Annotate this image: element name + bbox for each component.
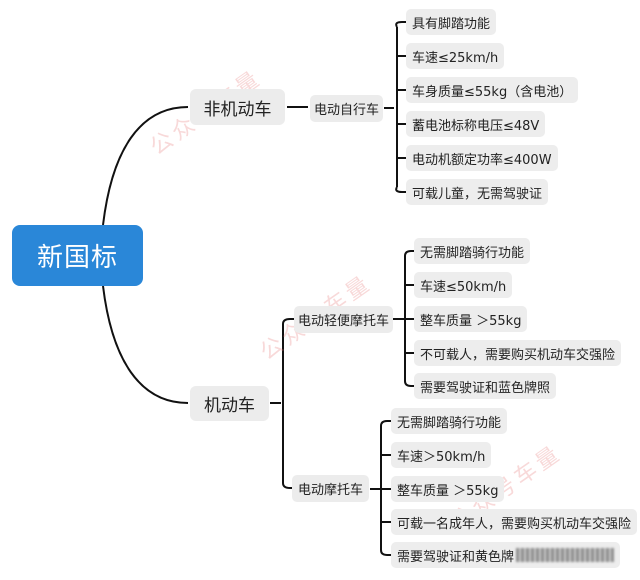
node-electric-bicycle[interactable]: 电动自行车 [310,95,383,122]
blurred-overlay [516,548,615,562]
branch-label: 非机动车 [203,99,272,120]
branch-label: 机动车 [204,396,255,416]
leaf-item[interactable]: 可载儿童，无需驾驶证 [406,179,549,205]
node-label: 电动自行车 [313,103,379,118]
leaf-item[interactable]: 车速＞50km/h [391,442,492,468]
leaf-item[interactable]: 整车质量 ＞55kg [391,476,505,502]
branch-non-motor-vehicle[interactable]: 非机动车 [190,89,285,125]
leaf-item[interactable]: 无需脚踏骑行功能 [391,408,508,434]
node-electric-motorcycle[interactable]: 电动摩托车 [292,475,369,502]
leaf-item[interactable]: 无需脚踏骑行功能 [414,238,531,264]
leaf-item[interactable]: 整车质量 ＞55kg [414,306,528,332]
leaf-item[interactable]: 电动机额定功率≤400W [406,145,558,171]
root-label: 新国标 [36,243,118,273]
leaf-item[interactable]: 不可载人，需要购买机动车交强险 [414,340,622,366]
leaf-item[interactable]: 需要驾驶证和黄色牌 [391,542,621,568]
leaf-item[interactable]: 需要驾驶证和蓝色牌照 [414,373,557,399]
leaf-item[interactable]: 车速≤50km/h [414,272,513,298]
leaf-item[interactable]: 车速≤25km/h [406,43,505,69]
leaf-item[interactable]: 蓄电池标称电压≤48V [406,111,546,137]
root-node[interactable]: 新国标 [12,225,143,286]
node-label: 电动轻便摩托车 [297,314,389,329]
leaf-item[interactable]: 具有脚踏功能 [406,9,497,35]
leaf-item[interactable]: 可载一名成年人，需要购买机动车交强险 [391,509,638,535]
branch-motor-vehicle[interactable]: 机动车 [190,386,269,421]
leaf-item[interactable]: 车身质量≤55kg（含电池） [406,77,579,103]
node-label: 电动摩托车 [297,483,363,498]
node-electric-moped[interactable]: 电动轻便摩托车 [294,306,393,333]
